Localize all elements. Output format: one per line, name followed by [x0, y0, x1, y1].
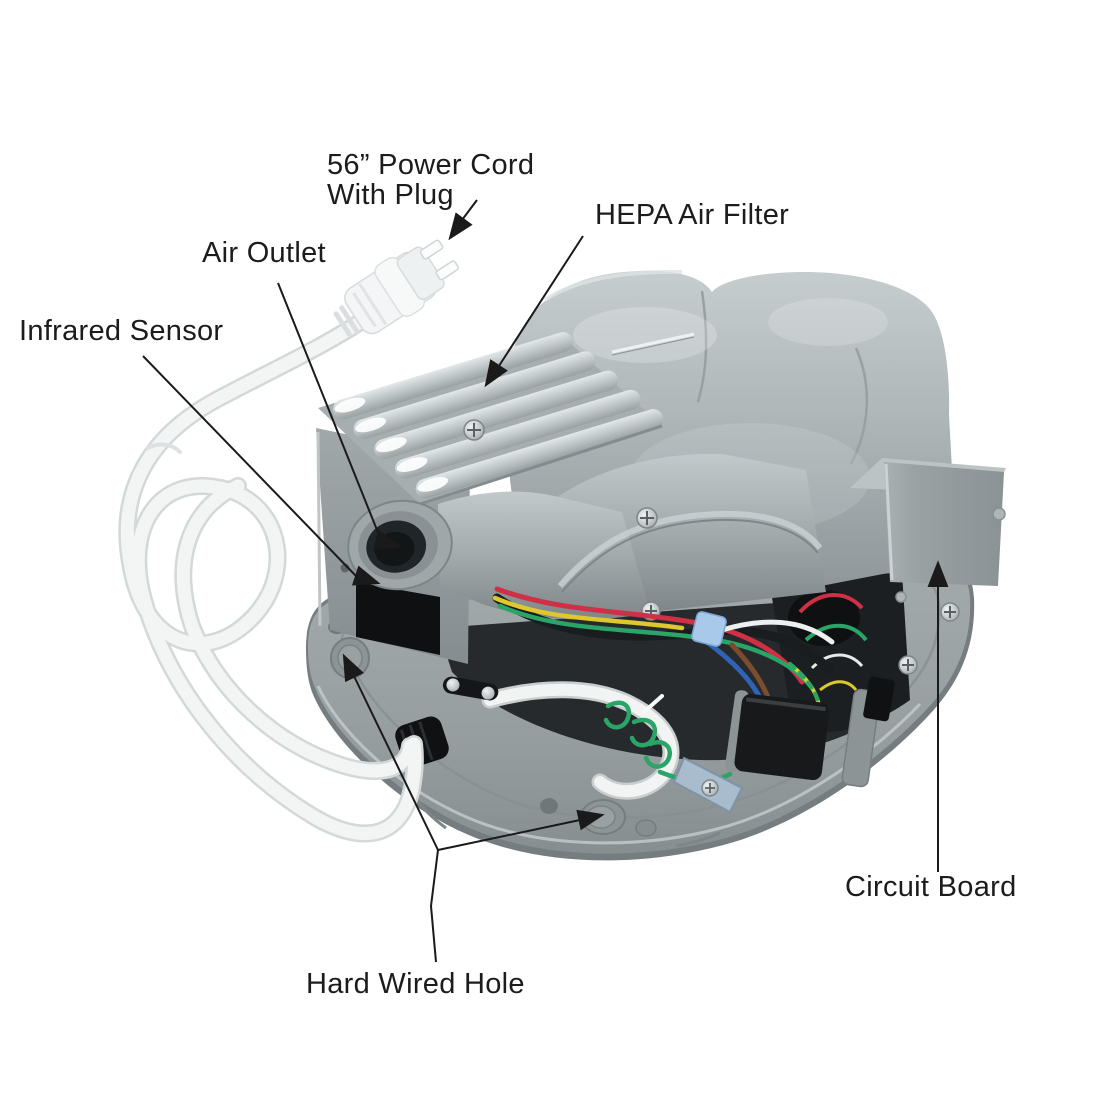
dome-sheen: [573, 307, 717, 363]
air-outlet-label: Air Outlet: [202, 237, 326, 269]
wire-red: [494, 586, 805, 685]
infrared-arrowhead: [351, 565, 381, 586]
cavity-wire-red: [798, 593, 864, 614]
tube-body: [438, 491, 650, 620]
infrared-leader-line: [142, 355, 357, 577]
cord-clamp-bar: [442, 676, 499, 701]
funnel-swoosh-shadow: [561, 518, 819, 593]
hepa-filter-label: HEPA Air Filter: [595, 199, 790, 231]
hard-wired-hole-label: Hard Wired Hole: [306, 968, 525, 1000]
circuit-board-arrowhead: [927, 560, 949, 587]
power-cord: [118, 305, 424, 843]
cavity-wire-white: [810, 653, 864, 670]
power-cord-label-line1: 56” Power Cord: [327, 149, 535, 181]
white-tube: [481, 681, 733, 800]
hard-wired-leader-line-b: [437, 819, 581, 851]
cable-tie-on-dome-shadow: [611, 336, 695, 356]
green-coil: [603, 700, 632, 730]
funnel-swoosh-ridge: [557, 510, 823, 588]
hepa-cover-bottom-edge: [419, 424, 663, 506]
hard-wired-leader-line-a: [352, 673, 439, 851]
hard-wired-leader-line-c: [429, 849, 439, 963]
infrared-sensor-label: Infrared Sensor: [19, 315, 224, 347]
wire-yellow-green-stripe: [788, 662, 823, 724]
housing-edge-highlight: [316, 431, 322, 627]
circuit-box-edge-highlight: [884, 463, 894, 581]
wire-white: [719, 619, 835, 645]
power-cord-label: 56” Power Cord With Plug: [327, 149, 535, 211]
cord-tie: [146, 442, 182, 454]
power-cord-label-line2: With Plug: [327, 178, 454, 211]
hard-wired-arrowhead-b: [576, 809, 605, 831]
plug-grip-lines: [352, 283, 388, 328]
cavity-wire-green: [804, 623, 868, 642]
callout-annotations: [142, 199, 949, 963]
circuit-board-label: Circuit Board: [845, 871, 1017, 903]
infrared-sensor-window: [356, 582, 440, 655]
plate-rib-detail: [675, 831, 721, 848]
circuit-box-pin: [992, 507, 1006, 521]
plug-prong: [419, 239, 444, 260]
circuit-board-box: [850, 458, 1006, 603]
relay-box: [734, 693, 830, 781]
plug-prong: [435, 260, 460, 281]
air-outlet-leader-line: [277, 282, 382, 541]
white-zip-tie: [642, 694, 664, 714]
hard-wired-arrowhead-a: [342, 653, 364, 683]
tube-metal-clamp: [672, 756, 744, 814]
hard-wired-hole-2: [540, 798, 657, 837]
power-plug: [333, 239, 460, 337]
wire-yellow: [492, 595, 685, 631]
dome-hump-crease: [696, 290, 708, 403]
cable-tie-on-dome: [611, 332, 695, 354]
circuit-box-front: [884, 462, 1004, 586]
cavity-wire-yellow: [819, 680, 858, 692]
green-coil: [643, 740, 672, 769]
cable-tie-blue: [691, 611, 727, 647]
power-cord-arrowhead: [448, 212, 473, 241]
circuit-box-pin: [895, 591, 907, 603]
hepa-arrowhead: [484, 359, 508, 388]
hepa-filter-cover: [318, 332, 664, 506]
plate-corner-screws: [898, 602, 960, 675]
dome-sheen: [768, 298, 888, 346]
hepa-leader-line: [496, 235, 584, 370]
base-plate-rim-highlight: [316, 685, 922, 845]
air-outlet-arrowhead: [373, 530, 402, 551]
green-coil: [629, 717, 658, 748]
dome-right-crease: [849, 347, 869, 465]
dome-top-highlight: [543, 269, 683, 302]
